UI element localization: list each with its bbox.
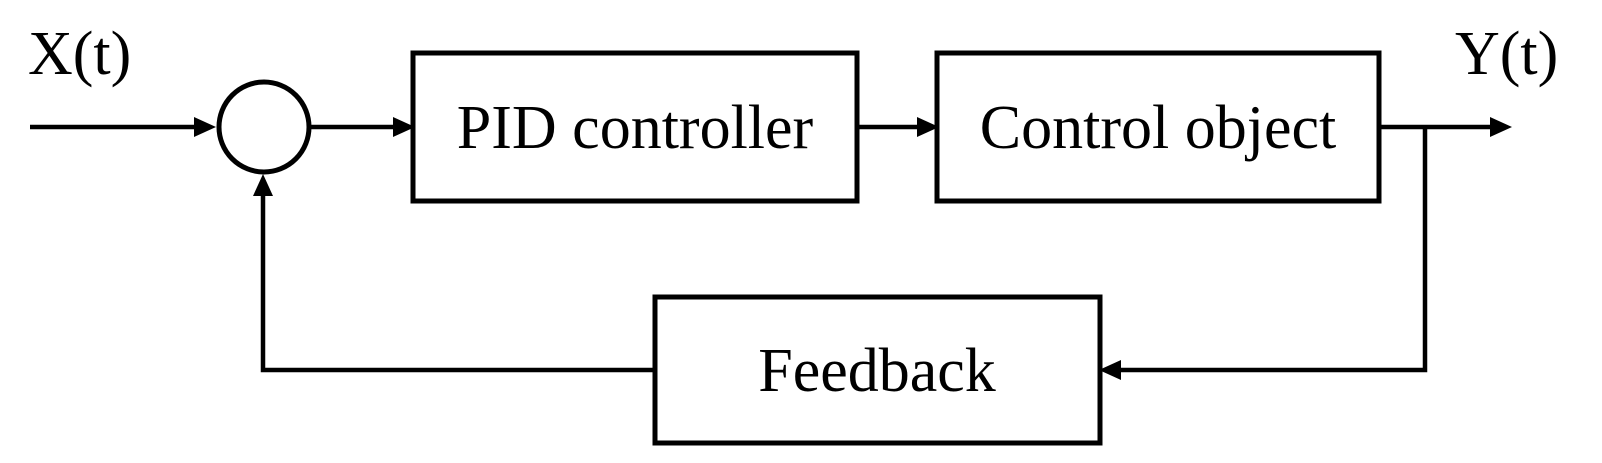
feedback-box <box>652 294 1103 446</box>
output-arrowhead <box>1490 117 1512 137</box>
summing-to-pid-arrowhead <box>393 117 415 137</box>
feedback-tap-line <box>1117 127 1428 373</box>
feedback-return-arrowhead <box>253 174 273 196</box>
control-object-box <box>934 50 1382 204</box>
input-signal-label: X(t) <box>28 20 131 88</box>
feedback-return-line <box>260 192 655 373</box>
feedback-label: Feedback <box>758 337 996 405</box>
input-arrowhead <box>194 117 216 137</box>
feedback-input-arrowhead <box>1099 360 1121 380</box>
output-signal-label: Y(t) <box>1455 20 1558 88</box>
control-object-label: Control object <box>980 94 1336 162</box>
pid-controller-label: PID controller <box>457 94 814 162</box>
pid-controller-box <box>410 50 860 204</box>
pid-to-plant-arrowhead <box>917 117 939 137</box>
summing-junction-circle <box>216 79 312 175</box>
